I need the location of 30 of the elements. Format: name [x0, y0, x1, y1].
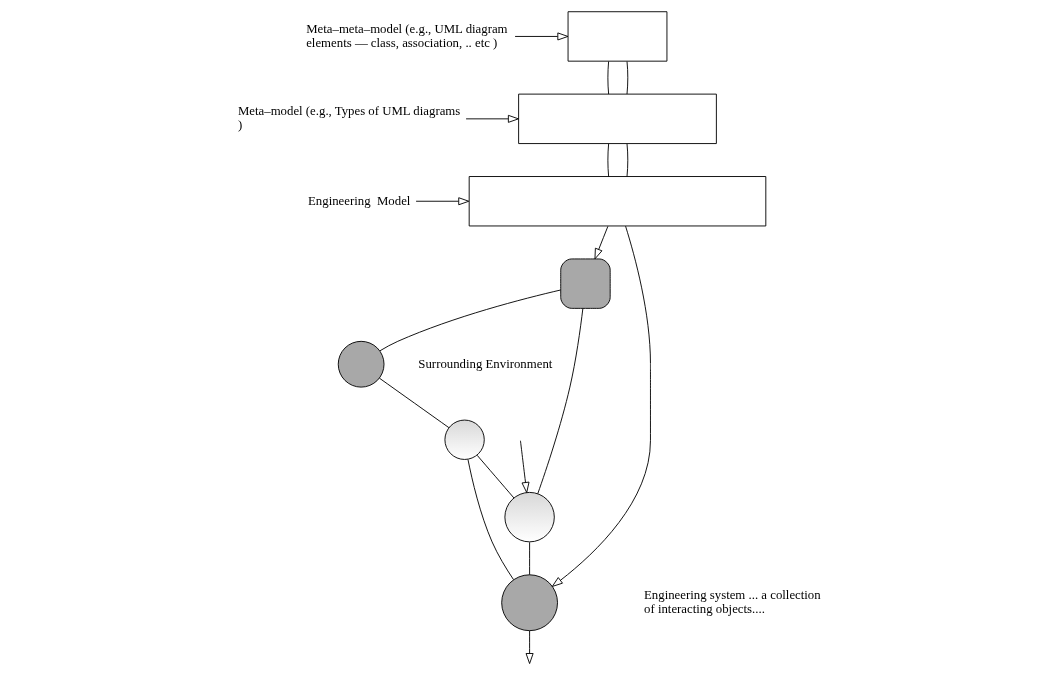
- arrow: [465, 114, 519, 123]
- connector: [476, 454, 515, 499]
- label: Engineering system ... a collection of interacting objects....: [644, 588, 821, 616]
- connector: [607, 143, 610, 177]
- node-circle: [504, 491, 555, 543]
- connector: [626, 143, 629, 177]
- arrow: [594, 225, 609, 260]
- connector: [537, 307, 584, 495]
- arrow: [514, 32, 569, 41]
- node-text: Meta–meta–model (e.g., UML diagram elements — class, association, .. etc ): [306, 21, 508, 50]
- node-text: Meta–model (e.g., Types of UML diagrams ): [237, 104, 461, 133]
- node-box: [567, 11, 668, 62]
- node-text: Engineering Model: [308, 193, 411, 208]
- arrow: [415, 197, 470, 206]
- node-circle: [337, 340, 385, 388]
- node-box: [468, 176, 767, 227]
- label: Surrounding Environment: [418, 356, 553, 371]
- node-box: [560, 258, 611, 309]
- node-circle: [501, 574, 558, 632]
- arrow: [520, 440, 530, 493]
- connector: [607, 61, 610, 95]
- node-box: [518, 93, 717, 145]
- connector: [467, 459, 514, 581]
- arrow: [525, 630, 534, 665]
- connector: [529, 541, 531, 576]
- node-circle: [444, 419, 485, 460]
- connector: [626, 61, 629, 95]
- arrow: [551, 225, 651, 587]
- connector: [379, 289, 561, 352]
- connector: [378, 377, 450, 429]
